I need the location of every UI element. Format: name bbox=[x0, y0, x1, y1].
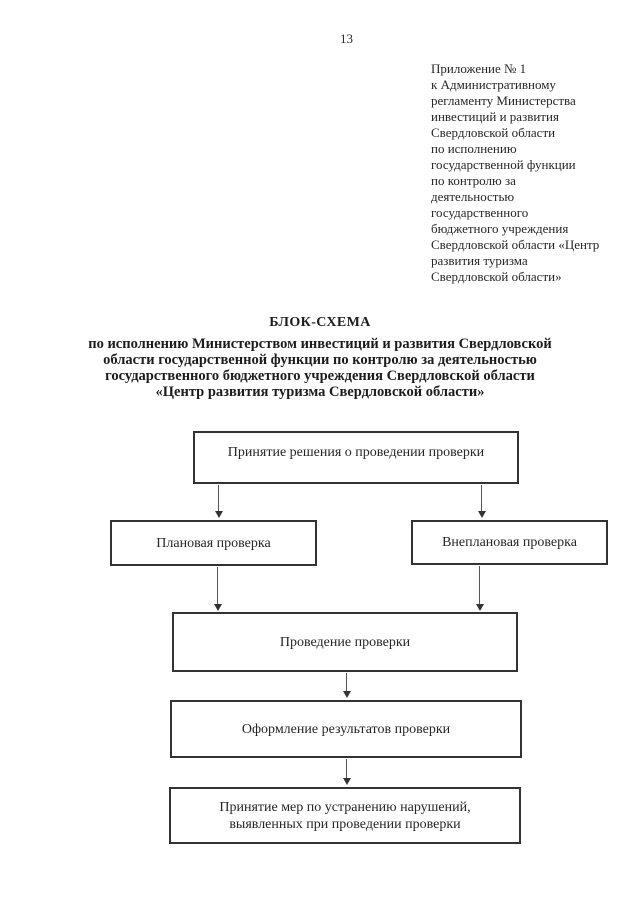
arrow-down-results-to-measures bbox=[342, 759, 351, 785]
flowchart-node-results: Оформление результатов проверки bbox=[170, 700, 522, 758]
arrow-down-planned-to-conduct bbox=[213, 567, 222, 611]
arrow-down-conduct-to-results bbox=[342, 673, 351, 698]
flowchart-title: БЛОК-СХЕМА bbox=[269, 315, 371, 330]
appendix-reference: Приложение № 1 к Административному регла… bbox=[431, 61, 600, 284]
flowchart-node-unplanned-check: Внеплановая проверка bbox=[411, 520, 608, 565]
arrow-down-unplanned-to-conduct bbox=[475, 566, 484, 611]
flowchart-node-measures: Принятие мер по устранению нарушений, вы… bbox=[169, 787, 521, 844]
arrow-down-decision-to-planned bbox=[214, 485, 223, 518]
flowchart-title-block: БЛОК-СХЕМА по исполнению Министерством и… bbox=[40, 314, 600, 400]
arrow-down-decision-to-unplanned bbox=[477, 485, 486, 518]
page-number: 13 bbox=[340, 31, 353, 46]
flowchart-node-decision: Принятие решения о проведении проверки bbox=[193, 431, 519, 484]
flowchart-subtitle: по исполнению Министерством инвестиций и… bbox=[88, 336, 552, 400]
flowchart-node-planned-check: Плановая проверка bbox=[110, 520, 317, 566]
flowchart-node-conduct-check: Проведение проверки bbox=[172, 612, 518, 672]
